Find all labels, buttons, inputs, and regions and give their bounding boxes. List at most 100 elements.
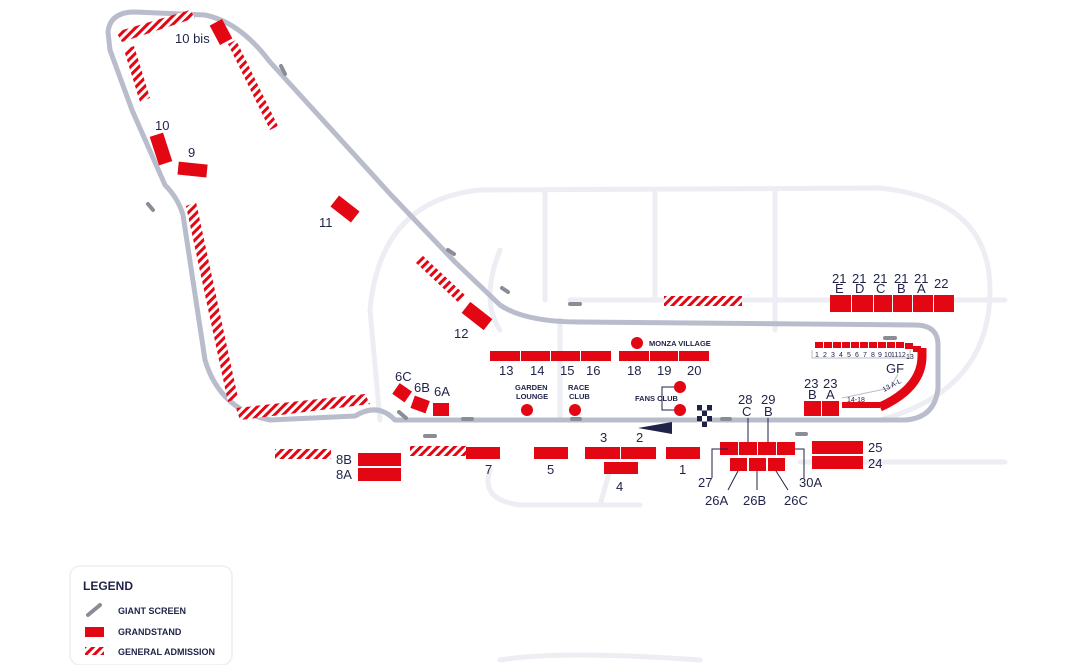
grandstand-28c[interactable] [739,442,757,455]
flag-square [707,416,712,422]
grandstand-10[interactable] [149,132,173,166]
label-15: 15 [560,363,574,378]
grandstand-26b[interactable] [749,458,766,471]
grandstand-24[interactable] [812,456,863,469]
label-5: 5 [547,462,554,477]
label-13-small: 13 [906,354,914,361]
grandstand-12[interactable] [461,301,493,331]
grandstand-21d[interactable] [852,295,873,312]
grandstand-21b[interactable] [893,295,912,312]
grandstand-16[interactable] [581,351,611,361]
grandstand-block [815,342,823,348]
label-gf: GF [886,361,904,376]
parabolica-number: 11 [891,352,898,359]
label-25: 25 [868,440,882,455]
label-28-letter: C [742,404,751,419]
label-14-18: 14-18 [847,397,865,404]
grandstand-3[interactable] [585,447,620,459]
legend-box [69,565,233,665]
grandstand-14[interactable] [521,351,550,361]
fans-club-dot-bottom[interactable] [674,404,686,416]
grandstand-labels: 10 bis 10 9 11 12 13 14 15 16 18 19 20 6… [155,31,948,508]
giant-screen-icon [146,202,155,212]
label-11: 11 [319,215,333,230]
fans-club-connector [661,386,674,411]
grandstand-27[interactable] [720,442,738,455]
garden-lounge-label-line2: LOUNGE [516,392,548,401]
label-23b-letter: B [808,387,817,402]
grandstand-21a[interactable] [913,295,933,312]
monza-village-label: MONZA VILLAGE [649,339,711,348]
grandstand-6c[interactable] [392,383,412,403]
ga-area [415,255,466,303]
label-21c-num: 21 [873,271,887,286]
grandstand-20[interactable] [679,351,709,361]
flag-square [702,410,707,416]
grandstand-18[interactable] [619,351,649,361]
label-23a-letter: A [826,387,835,402]
label-6b: 6B [414,380,430,395]
garden-lounge-dot[interactable] [521,404,533,416]
grandstand-29b[interactable] [758,442,776,455]
parabolica-number: 1 [815,352,819,359]
grandstand-26a[interactable] [730,458,747,471]
grandstand-15[interactable] [551,351,580,361]
ga-area [410,446,466,456]
race-club-label-line1: RACE [568,383,589,392]
label-9: 9 [188,145,195,160]
grandstand-21e[interactable] [830,295,851,312]
race-club-dot[interactable] [569,404,581,416]
parabolica-number: 7 [863,352,867,359]
grandstand-4[interactable] [604,462,638,474]
grandstand-parabolica-blocks [815,342,921,352]
giant-screen-icon [446,248,456,256]
garden-lounge-label-line1: GARDEN [515,383,548,392]
parabolica-number: 8 [871,352,875,359]
giant-screen-icon [397,410,408,420]
grandstand-19[interactable] [650,351,678,361]
grandstand-8a[interactable] [358,468,401,481]
grandstand-23a[interactable] [822,401,839,416]
grandstand-26c[interactable] [768,458,785,471]
grandstand-block [869,342,877,348]
grandstand-30a[interactable] [777,442,795,455]
label-21d-letter: D [855,281,864,296]
label-12: 12 [454,326,468,341]
label-2: 2 [636,430,643,445]
grandstand-23b[interactable] [804,401,821,416]
grandstand-6b[interactable] [410,395,430,414]
grandstand-2[interactable] [621,447,656,459]
grandstand-parabolica[interactable] [811,342,927,412]
grandstand-11[interactable] [330,195,360,223]
grandstand-22[interactable] [934,295,954,312]
grandstand-gf-curve[interactable] [878,348,927,412]
parabolica-number: 2 [823,352,827,359]
label-24: 24 [868,456,882,471]
monza-village-dot[interactable] [631,337,643,349]
label-20: 20 [687,363,701,378]
grandstand-21c[interactable] [874,295,892,312]
ga-area [236,394,370,420]
grandstand-25[interactable] [812,441,863,454]
label-23a-num: 23 [823,376,837,391]
label-10: 10 [155,118,169,133]
grandstand-5[interactable] [534,447,568,459]
race-club-label-line2: CLUB [569,392,590,401]
grandstand-9[interactable] [177,161,208,178]
grandstand-13[interactable] [490,351,520,361]
parabolica-number: 10 [884,352,892,359]
grandstand-6a[interactable] [433,403,449,416]
giant-screen-icon [86,603,102,617]
grandstand-block [851,342,859,348]
grandstand-8b[interactable] [358,453,401,466]
fans-club-dot-top[interactable] [674,381,686,393]
label-30a: 30A [799,475,822,490]
grandstand-1[interactable] [666,447,700,459]
parabolica-number: 6 [855,352,859,359]
grandstand-7[interactable] [466,447,500,459]
label-26c: 26C [784,493,808,508]
grandstand-10bis[interactable] [209,19,233,45]
flag-square [707,405,712,411]
legend-grandstand-label: GRANDSTAND [118,627,182,637]
label-21a-num: 21 [914,271,928,286]
